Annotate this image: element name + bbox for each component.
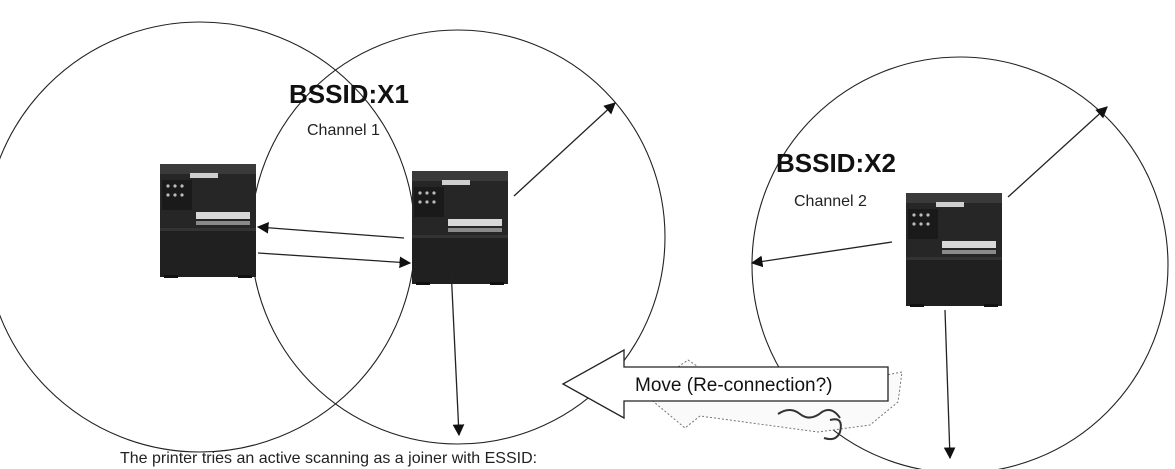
arrow-center-to-left [256, 221, 405, 239]
move-label: Move (Re-connection?) [635, 375, 832, 396]
caption-text: The printer tries an active scanning as … [120, 450, 537, 467]
bssid-x1-label: BSSID:X1 [289, 79, 409, 109]
arrow-center-down [450, 267, 465, 437]
printer-icon-right [906, 193, 1002, 307]
bssid-x2-label: BSSID:X2 [776, 148, 896, 178]
left-block-arrow-icon [561, 348, 889, 420]
channel-1-label: Channel 1 [307, 122, 380, 139]
arrow-right-up-right [1007, 106, 1108, 198]
arrow-left-to-center [257, 252, 412, 269]
channel-2-label: Channel 2 [794, 193, 867, 210]
arrow-center-up-right [513, 102, 616, 197]
arrow-right-down [943, 309, 956, 460]
move-arrow: Move (Re-connection?) [561, 348, 889, 420]
printer-icon-center [412, 171, 508, 285]
arrow-right-to-left-edge [750, 241, 893, 268]
printer-icon-left [160, 164, 256, 278]
